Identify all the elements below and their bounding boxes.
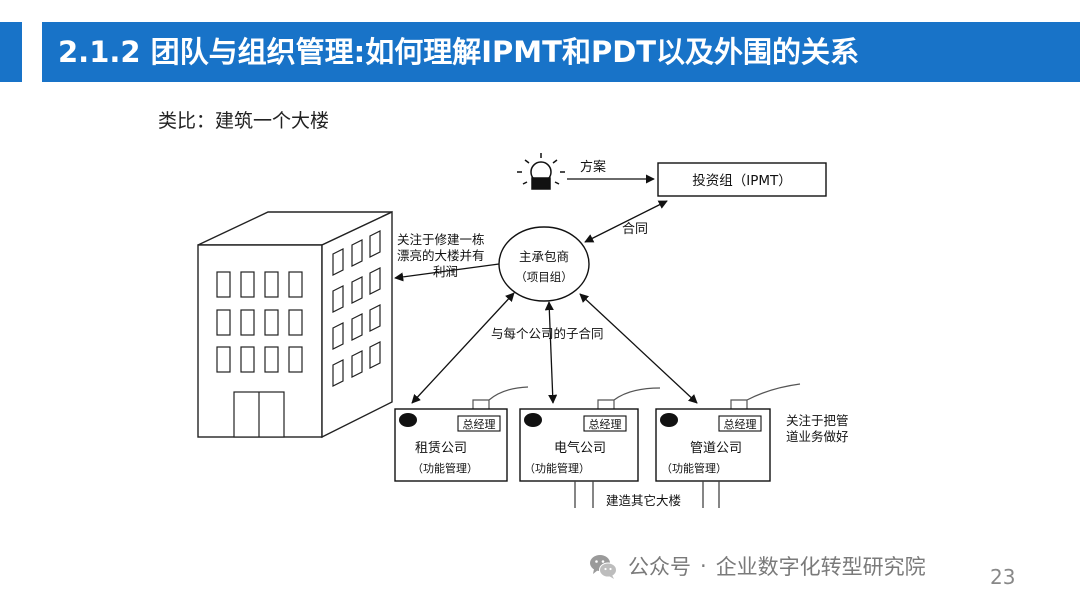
contract-arrow [584,200,668,243]
focus-business-line1: 关注于把管 [786,413,849,428]
ipmt-box [657,162,827,197]
company-rental-function: （功能管理） [412,461,478,475]
company-electric-name: 电气公司 [554,440,606,456]
company-pipeline-manager: 总经理 [724,417,757,431]
focus-building-line2: 漂亮的大楼并有 [397,248,485,263]
focus-building-line3: 利润 [433,264,458,279]
plan-label: 方案 [580,159,606,175]
watermark-text-2: 企业数字化转型研究院 [715,555,926,579]
contract-label: 合同 [622,222,648,237]
watermark: 公众号 · 企业数字化转型研究院 [588,551,926,581]
company-electric-function: （功能管理） [524,461,590,475]
wechat-icon [590,555,617,579]
company-rental-name: 租赁公司 [415,441,467,456]
title-accent-bar [0,22,22,82]
company-electric-manager: 总经理 [589,417,622,431]
main-contractor-sublabel: （项目组） [515,270,573,284]
watermark-text-1: 公众号 [628,555,691,579]
focus-building-line1: 关注于修建一栋 [397,232,485,247]
lightbulb-icon [517,153,565,190]
page-number: 23 [990,565,1016,589]
building-front-windows [216,271,303,373]
ipmt-box-label: 投资组（IPMT） [692,173,792,189]
sub-contract-label: 与每个公司的子合同 [491,326,604,341]
focus-business-line2: 道业务做好 [786,429,849,444]
slide-subtitle: 类比：建筑一个大楼 [158,110,330,132]
building-illustration [197,210,393,439]
to-building-arrow [394,263,500,282]
watermark-dot: · [700,554,707,578]
main-contractor-ellipse [498,226,590,302]
building-side-windows [332,230,381,387]
main-contractor-label: 主承包商 [519,249,569,264]
company-rental: 总经理 租赁公司 （功能管理） [394,386,529,482]
company-rental-manager: 总经理 [463,417,496,431]
sub-contract-arrows [411,292,698,404]
other-buildings-label: 建造其它大楼 [606,493,681,508]
company-pipeline-name: 管道公司 [690,441,742,456]
other-building-lines [574,481,720,508]
building-door [233,391,285,438]
company-pipeline: 总经理 管道公司 （功能管理） [655,383,801,482]
company-pipeline-function: （功能管理） [661,461,727,475]
company-electric: 总经理 电气公司 （功能管理） [519,387,661,482]
slide-title: 2.1.2 团队与组织管理:如何理解IPMT和PDT以及外围的关系 [42,22,1080,82]
